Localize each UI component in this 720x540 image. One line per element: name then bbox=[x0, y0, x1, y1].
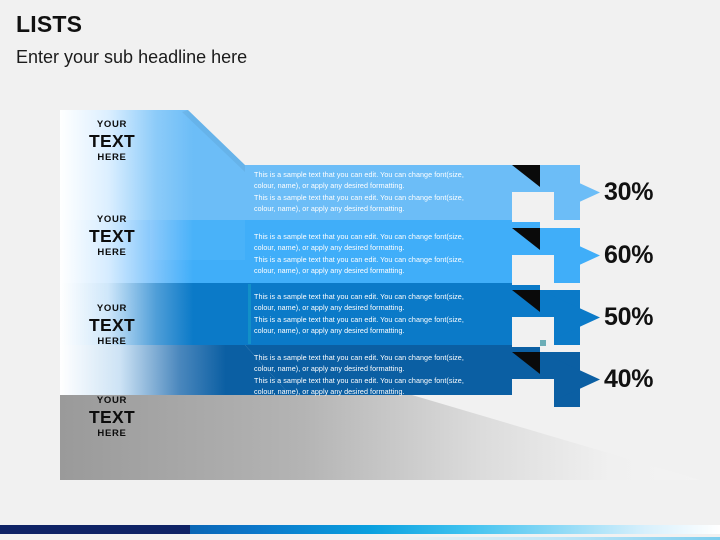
footer-hairline bbox=[0, 537, 720, 540]
band-1-right bbox=[245, 165, 540, 220]
band-2-shoulder-highlight bbox=[150, 220, 245, 260]
arrow-1-fold bbox=[512, 165, 540, 187]
base-slab bbox=[60, 395, 700, 480]
band-1-left bbox=[60, 110, 245, 220]
arrow-2-notch bbox=[512, 255, 554, 285]
arrow-2 bbox=[512, 228, 600, 285]
footer-gradient-segment bbox=[190, 525, 720, 534]
arrow-1-notch bbox=[512, 192, 554, 222]
percent-2: 60% bbox=[604, 241, 654, 269]
page-subtitle: Enter your sub headline here bbox=[16, 47, 248, 67]
arrow-3-seam bbox=[540, 340, 546, 346]
arrow-3-fold bbox=[512, 290, 540, 312]
band-4-left bbox=[60, 345, 290, 395]
percent-3: 50% bbox=[604, 303, 654, 331]
band-4-right bbox=[245, 345, 540, 395]
percent-1: 30% bbox=[604, 178, 654, 206]
arrow-4-notch bbox=[512, 379, 554, 409]
footer-bar bbox=[0, 525, 720, 540]
footer-navy-segment bbox=[0, 525, 190, 534]
band-2-right bbox=[245, 220, 540, 283]
arrow-1 bbox=[512, 165, 600, 222]
page-title: LISTS bbox=[16, 11, 83, 37]
arrow-4-fold bbox=[512, 352, 540, 374]
arrow-2-fold bbox=[512, 228, 540, 250]
arrow-4 bbox=[512, 352, 600, 409]
band-3-seam bbox=[248, 284, 251, 344]
arrow-3-notch bbox=[512, 317, 554, 347]
band-1-shoulder-edge bbox=[182, 110, 245, 172]
band-3-left bbox=[60, 283, 245, 345]
band-3-right bbox=[245, 283, 540, 345]
arrow-3 bbox=[512, 290, 600, 347]
percent-4: 40% bbox=[604, 365, 654, 393]
band-2-left bbox=[60, 220, 245, 283]
